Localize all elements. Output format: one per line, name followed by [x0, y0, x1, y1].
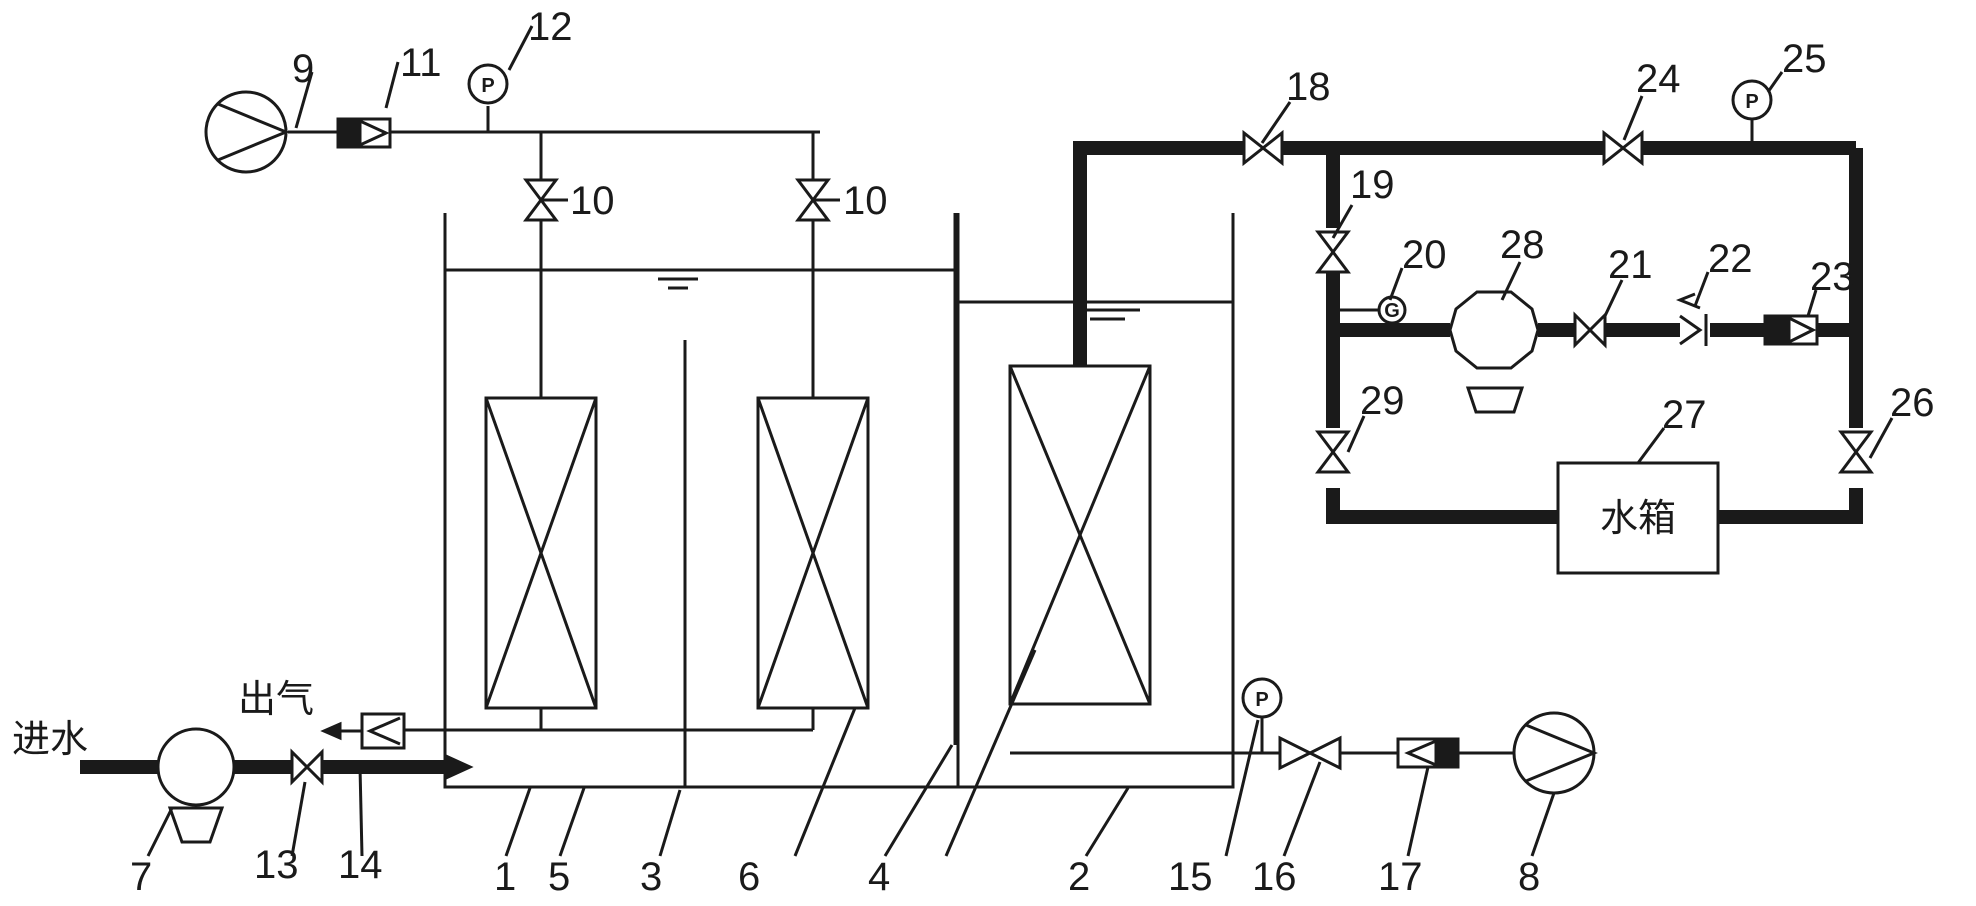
label-25: 25: [1782, 37, 1827, 81]
label-11: 11: [400, 41, 442, 85]
pump-9: [204, 90, 290, 174]
check-valve-22: [1675, 292, 1708, 346]
pressure-gauge-25: P: [1731, 79, 1773, 141]
leader-lines: [146, 25, 1894, 857]
label-8: 8: [1518, 855, 1540, 899]
label-2: 2: [1068, 855, 1090, 899]
valve-10-left[interactable]: [523, 178, 568, 222]
inlet-label: 进水: [12, 717, 88, 761]
pump-7: [156, 727, 236, 844]
tank-2: [955, 213, 1262, 789]
pump-8: [1512, 711, 1598, 795]
label-20: 20: [1402, 233, 1447, 277]
svg-text:G: G: [1384, 300, 1400, 322]
number-labels: 9 11 12 10 10 18 19 20 28 21 22 23 24 25…: [130, 5, 1935, 899]
label-21: 21: [1608, 243, 1653, 287]
check-unit-17: [1396, 737, 1460, 769]
valve-18[interactable]: [1242, 129, 1284, 167]
label-18: 18: [1286, 65, 1331, 109]
label-17: 17: [1378, 855, 1423, 899]
label-26: 26: [1890, 381, 1935, 425]
check-unit-11: [336, 117, 392, 149]
inlet-arrow: [446, 754, 474, 780]
label-1: 1: [494, 855, 516, 899]
gas-out-label: 出气: [238, 677, 314, 721]
label-9: 9: [292, 47, 314, 91]
valve-21[interactable]: [1573, 311, 1607, 349]
label-5-pos: 5: [548, 855, 570, 899]
pressure-gauge-15: P: [1241, 677, 1283, 719]
svg-text:P: P: [1255, 689, 1268, 711]
svg-text:P: P: [481, 75, 494, 97]
label-7: 7: [130, 855, 152, 899]
pump-28: [1448, 290, 1540, 414]
valve-19[interactable]: [1315, 230, 1351, 274]
label-10-right: 10: [843, 179, 888, 223]
label-4: 4: [868, 855, 890, 899]
svg-text:P: P: [1745, 91, 1758, 113]
label-28: 28: [1500, 223, 1545, 267]
membrane-module-4: [1008, 364, 1152, 706]
check-unit-23: [1763, 314, 1819, 346]
valve-16[interactable]: [1278, 735, 1342, 771]
label-22: 22: [1708, 237, 1753, 281]
label-24: 24: [1636, 57, 1681, 101]
label-19: 19: [1350, 163, 1395, 207]
label-23: 23: [1810, 255, 1855, 299]
gas-out-arrow: [320, 721, 342, 741]
membrane-module-3: [756, 396, 870, 710]
valve-13[interactable]: [290, 748, 324, 786]
pressure-gauge-12: P: [467, 63, 509, 105]
label-16: 16: [1252, 855, 1297, 899]
label-12: 12: [528, 5, 573, 49]
valve-24[interactable]: [1602, 129, 1644, 167]
gas-separator: [360, 712, 406, 750]
membrane-module-left: [484, 396, 598, 710]
water-tank-27: 水箱: [1556, 461, 1720, 575]
svg-text:水箱: 水箱: [1600, 496, 1676, 540]
backwash-riser: [1073, 141, 1244, 366]
valve-26[interactable]: [1838, 430, 1874, 474]
label-3: 3: [640, 855, 662, 899]
valve-10-right[interactable]: [795, 178, 840, 222]
label-13: 13: [254, 843, 299, 887]
tank-1: [443, 213, 960, 789]
valve-29[interactable]: [1315, 430, 1351, 474]
label-6: 6: [738, 855, 760, 899]
label-15: 15: [1168, 855, 1213, 899]
label-14: 14: [338, 843, 383, 887]
label-27: 27: [1662, 393, 1707, 437]
label-29: 29: [1360, 379, 1405, 423]
label-10-left: 10: [570, 179, 615, 223]
flowmeter-20: G: [1333, 295, 1407, 325]
